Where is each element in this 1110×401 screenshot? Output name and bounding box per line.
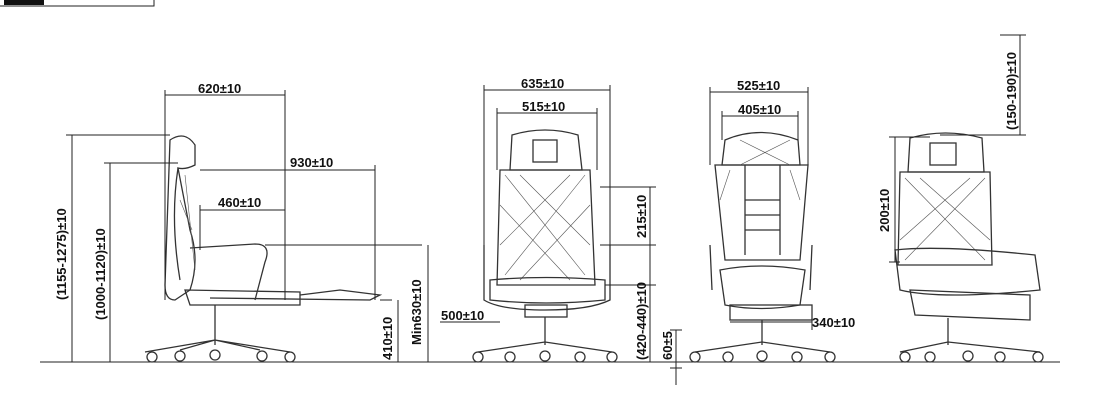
- dim-lumbar-height: 200±10: [877, 189, 892, 232]
- dim-gas-lift: 60±5: [660, 331, 675, 360]
- dim-total-depth: 620±10: [198, 81, 241, 96]
- dim-footrest-depth: 930±10: [290, 155, 333, 170]
- dim-front-back-width: 515±10: [522, 99, 565, 114]
- dim-seat-width: 500±10: [441, 308, 484, 323]
- front-view-chair: [472, 129, 618, 363]
- rear-view-chair: [689, 131, 836, 363]
- dim-seat-depth: 460±10: [218, 195, 261, 210]
- dim-back-gap: 215±10: [634, 195, 649, 238]
- dim-armrest-spacing: 340±10: [812, 315, 855, 330]
- title-box: [0, 0, 155, 7]
- dim-rear-back-width: 405±10: [738, 102, 781, 117]
- title-box-clipped-text: [4, 0, 44, 5]
- dim-front-overall-width: 635±10: [521, 76, 564, 91]
- side-view-chair: [144, 135, 383, 363]
- front-view-chair-with-footrest: [894, 132, 1044, 363]
- dim-total-height: (1155-1275)±10: [54, 208, 69, 300]
- dim-backrest-height: (1000-1120)±10: [93, 228, 108, 320]
- dim-headrest-adjust: (150-190)±10: [1004, 52, 1019, 130]
- dim-armrest-height: 410±10: [380, 317, 395, 360]
- dim-rear-overall-width: 525±10: [737, 78, 780, 93]
- dim-seat-height: (420-440)±10: [634, 282, 649, 360]
- dim-min-armrest-height: Min630±10: [409, 279, 424, 345]
- dimension-lines: [66, 34, 1026, 385]
